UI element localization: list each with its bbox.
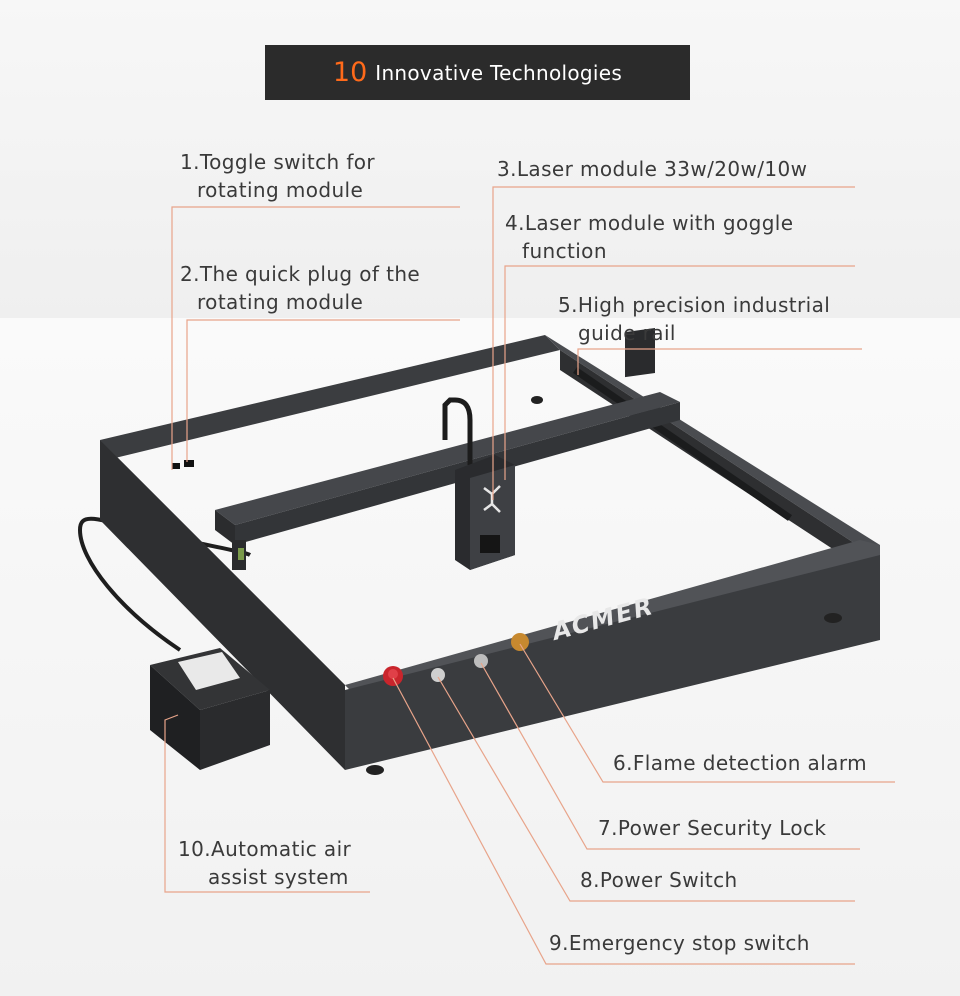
leader-lines	[164, 186, 895, 965]
feature-2-line2: rotating module	[197, 290, 364, 314]
title-number: 10	[332, 57, 368, 88]
feature-4-label: 4.Laser module with goggle function	[505, 209, 793, 265]
feature-9-line1: 9.Emergency stop switch	[549, 931, 810, 955]
air-pump-sticker	[178, 652, 240, 690]
feature-10-line1: 10.Automatic air	[178, 837, 352, 861]
title-text: Innovative Technologies	[375, 60, 623, 85]
goggle-handle	[442, 397, 473, 465]
feature-1-line2: rotating module	[197, 178, 364, 202]
feature-9-label: 9.Emergency stop switch	[549, 929, 810, 957]
feature-8-label: 8.Power Switch	[580, 866, 738, 894]
feature-5-line2: guide rail	[578, 321, 676, 345]
feature-3-label: 3.Laser module 33w/20w/10w	[497, 155, 807, 183]
feature-5-line1: 5.High precision industrial	[558, 293, 831, 317]
feature-3-line1: 3.Laser module 33w/20w/10w	[497, 157, 808, 181]
power-lock-button	[474, 654, 488, 668]
feature-1-label: 1.Toggle switch for rotating module	[180, 148, 375, 204]
feature-4-line2: function	[522, 239, 607, 263]
feature-6-label: 6.Flame detection alarm	[613, 749, 867, 777]
frame-back-rail	[100, 335, 560, 458]
feature-10-label: 10.Automatic air assist system	[178, 835, 351, 891]
title-banner: 10 Innovative Technologies	[265, 45, 690, 100]
feature-4-line1: 4.Laser module with goggle	[505, 211, 794, 235]
feature-7-label: 7.Power Security Lock	[598, 814, 826, 842]
feature-7-line1: 7.Power Security Lock	[598, 816, 827, 840]
feature-2-line1: 2.The quick plug of the	[180, 262, 421, 286]
feature-8-line1: 8.Power Switch	[580, 868, 738, 892]
flame-sensor	[511, 633, 529, 651]
power-switch-button	[431, 668, 445, 682]
air-cable	[77, 516, 252, 652]
air-pump-front	[150, 665, 200, 770]
feature-10-line2: assist system	[208, 865, 349, 889]
air-pump-side	[200, 690, 270, 770]
feature-6-line1: 6.Flame detection alarm	[613, 751, 867, 775]
laser-module-logo	[483, 485, 501, 513]
feature-1-line1: 1.Toggle switch for	[180, 150, 376, 174]
frame-front-face	[345, 555, 880, 770]
feature-2-label: 2.The quick plug of the rotating module	[180, 260, 420, 316]
frame-right-rail	[545, 335, 880, 560]
gantry-beam	[215, 392, 680, 525]
feature-5-label: 5.High precision industrial guide rail	[558, 291, 830, 347]
